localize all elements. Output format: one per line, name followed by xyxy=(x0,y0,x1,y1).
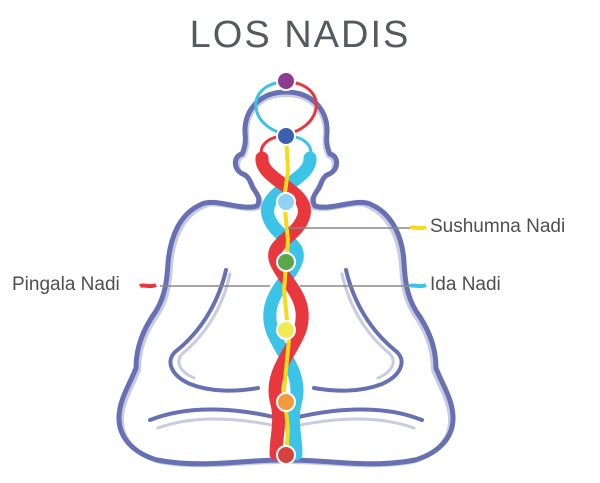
page-title: LOS NADIS xyxy=(189,14,411,56)
ida-crown-loop xyxy=(254,80,287,136)
left-arm-outline xyxy=(168,268,260,393)
ida-label: Ida Nadi xyxy=(430,274,501,295)
chakra-root xyxy=(276,445,296,465)
left-arm-shadow xyxy=(177,272,232,380)
pingala-label: Pingala Nadi xyxy=(12,274,120,295)
pingala-channel xyxy=(255,151,311,461)
pingala-swatch xyxy=(139,283,157,289)
pingala-crown-loop xyxy=(285,80,318,136)
chakras xyxy=(276,71,296,465)
ida-channel xyxy=(261,151,317,461)
chakra-crown xyxy=(276,71,296,91)
right-arm-shadow xyxy=(340,272,395,380)
chakra-heart xyxy=(276,252,296,272)
chakra-solar-plexus xyxy=(276,320,296,340)
sushumna-label: Sushumna Nadi xyxy=(430,216,566,237)
chakra-throat xyxy=(276,192,296,212)
sushumna-swatch xyxy=(409,225,427,231)
sushumna-channel xyxy=(281,134,292,457)
chakra-sacral xyxy=(276,392,296,412)
chakra-third-eye xyxy=(276,126,296,146)
ida-swatch xyxy=(409,283,427,289)
right-arm-outline xyxy=(312,268,404,393)
